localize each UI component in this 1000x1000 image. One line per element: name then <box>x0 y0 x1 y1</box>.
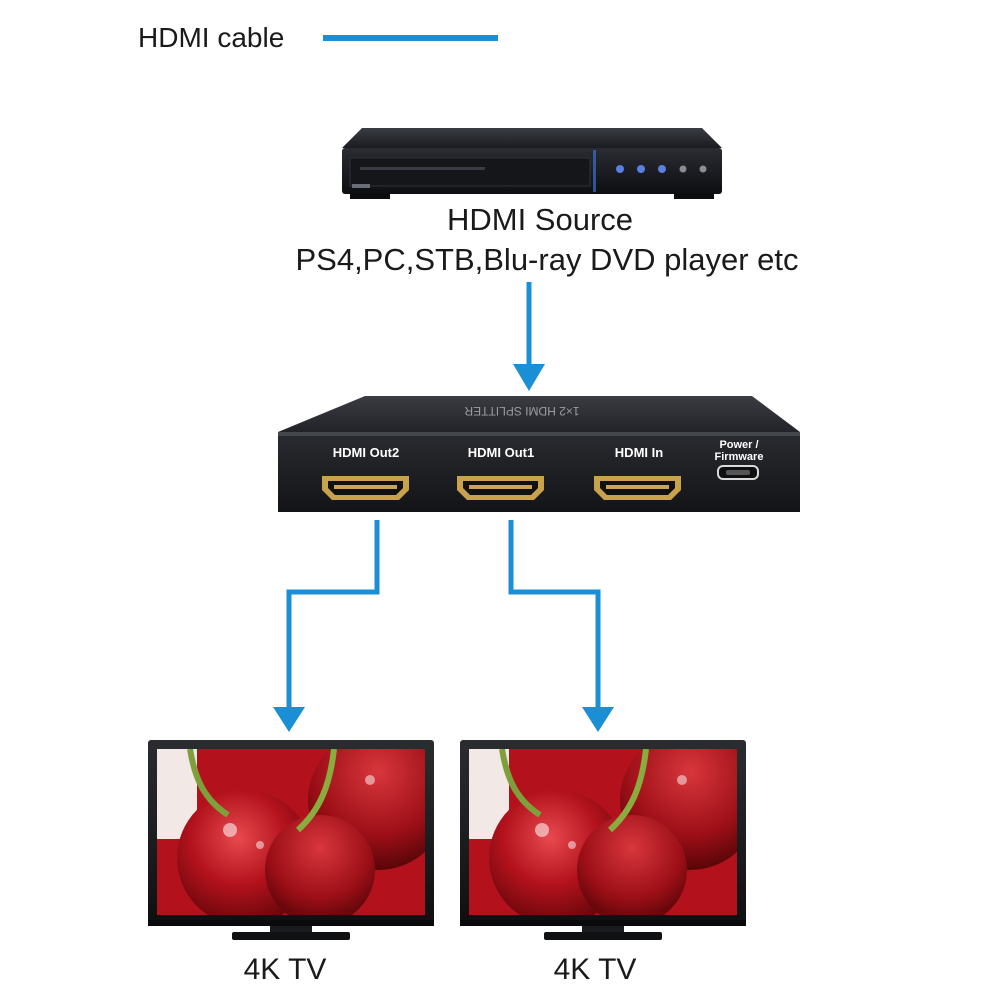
cable-source-to-splitter <box>513 282 545 391</box>
tv-left-label: 4K TV <box>243 953 327 986</box>
cable-out1-to-tv-right <box>508 520 614 732</box>
hdmi-port-in <box>594 476 681 500</box>
legend-cable-line <box>323 35 498 41</box>
cable-out2-to-tv-left <box>273 520 380 732</box>
tv-right <box>460 740 746 940</box>
power-label-line1: Power / <box>719 439 758 451</box>
hdmi-port-out1 <box>457 476 544 500</box>
port-label-in: HDMI In <box>615 445 663 460</box>
tv-right-label: 4K TV <box>553 953 637 986</box>
power-label-line2: Firmware <box>715 451 764 463</box>
splitter-top-label: 1×2 HDMI SPLITTER <box>464 404 579 418</box>
tv-left <box>148 740 434 940</box>
hdmi-port-out2 <box>322 476 409 500</box>
port-label-out1: HDMI Out1 <box>468 445 534 460</box>
legend-label: HDMI cable <box>138 22 285 53</box>
source-subtitle: PS4,PC,STB,Blu-ray DVD player etc <box>295 242 799 277</box>
source-title: HDMI Source <box>446 202 634 237</box>
port-label-out2: HDMI Out2 <box>333 445 399 460</box>
bluray-player-device <box>342 128 722 199</box>
